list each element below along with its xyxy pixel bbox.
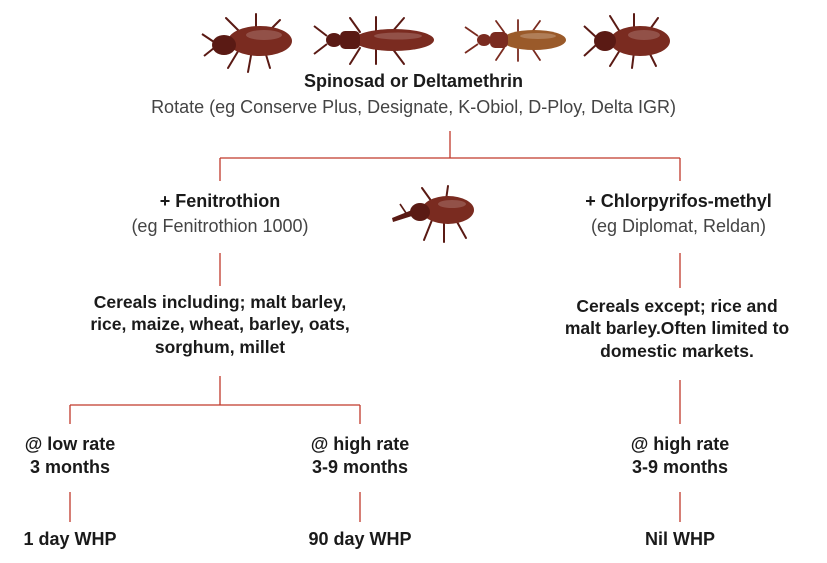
left-crops-line: Cereals including; malt barley, <box>20 291 420 313</box>
weevil-icon <box>386 180 480 244</box>
left-high-rate-whp: 90 day WHP <box>270 528 450 551</box>
beetle-icon <box>580 10 680 70</box>
right-branch-node: + Chlorpyrifos-methyl (eg Diplomat, Reld… <box>530 190 827 238</box>
right-title: + Chlorpyrifos-methyl <box>530 190 827 213</box>
low-rate-node: @ low rate 3 months <box>0 433 140 479</box>
left-high-rate-node: @ high rate 3-9 months <box>270 433 450 479</box>
left-high-rate-duration: 3-9 months <box>270 456 450 479</box>
left-crops-node: Cereals including; malt barley, rice, ma… <box>20 291 420 358</box>
beetle-icon <box>462 18 572 62</box>
left-branch-node: + Fenitrothion (eg Fenitrothion 1000) <box>80 190 360 238</box>
left-crops-line: rice, maize, wheat, barley, oats, <box>20 313 420 335</box>
right-crops-node: Cereals except; rice and malt barley.Oft… <box>527 295 827 362</box>
right-crops-line: domestic markets. <box>527 340 827 362</box>
beetle-icon <box>310 14 446 66</box>
root-title: Spinosad or Deltamethrin <box>0 70 827 93</box>
left-subtitle: (eg Fenitrothion 1000) <box>80 215 360 238</box>
right-high-rate-whp: Nil WHP <box>590 528 770 551</box>
left-high-rate-whp-text: 90 day WHP <box>270 528 450 551</box>
right-crops-line: Cereals except; rice and <box>527 295 827 317</box>
root-node: Spinosad or Deltamethrin Rotate (eg Cons… <box>0 70 827 119</box>
left-title: + Fenitrothion <box>80 190 360 213</box>
right-high-rate-whp-text: Nil WHP <box>590 528 770 551</box>
right-high-rate-label: @ high rate <box>590 433 770 456</box>
beetle-icon <box>200 8 302 76</box>
right-crops-line: malt barley.Often limited to <box>527 317 827 339</box>
low-rate-duration: 3 months <box>0 456 140 479</box>
low-rate-whp: 1 day WHP <box>0 528 140 551</box>
low-rate-label: @ low rate <box>0 433 140 456</box>
left-high-rate-label: @ high rate <box>270 433 450 456</box>
low-rate-whp-text: 1 day WHP <box>0 528 140 551</box>
left-crops-line: sorghum, millet <box>20 336 420 358</box>
root-subtitle: Rotate (eg Conserve Plus, Designate, K-O… <box>0 96 827 119</box>
right-high-rate-duration: 3-9 months <box>590 456 770 479</box>
right-high-rate-node: @ high rate 3-9 months <box>590 433 770 479</box>
right-subtitle: (eg Diplomat, Reldan) <box>530 215 827 238</box>
